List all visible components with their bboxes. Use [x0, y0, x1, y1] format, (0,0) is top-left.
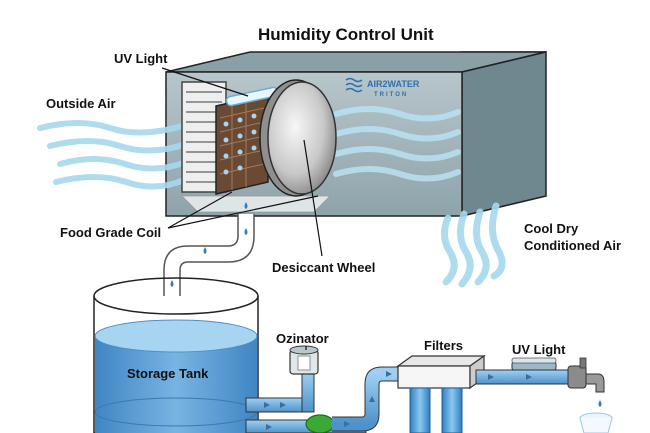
- label-food-grade-coil: Food Grade Coil: [60, 225, 161, 240]
- faucet-icon: [567, 357, 605, 407]
- diagram-title: Humidity Control Unit: [258, 25, 434, 44]
- label-filters: Filters: [424, 338, 463, 353]
- outlet-pipes: [245, 366, 400, 433]
- water-wave-icon: [345, 77, 363, 93]
- leader-food-grade-coil-2: [167, 195, 319, 229]
- leader-desiccant-wheel: [303, 139, 323, 257]
- label-uv-light-unit: UV Light: [114, 51, 168, 66]
- glass-icon: [579, 412, 613, 433]
- storage-tank: [93, 277, 259, 433]
- cool-dry-air-plume: [441, 202, 506, 288]
- drain-pipe: [163, 202, 255, 323]
- leader-lines: [161, 67, 323, 350]
- label-cool-dry: Cool Dry: [524, 221, 579, 236]
- unit-side-face: [461, 51, 547, 217]
- ozinator: [289, 345, 319, 375]
- label-outside-air: Outside Air: [46, 96, 116, 111]
- desiccant-wheel: [259, 79, 337, 197]
- filters: [396, 354, 486, 433]
- filter-cartridge-1: [409, 387, 431, 433]
- label-ozinator: Ozinator: [276, 331, 329, 346]
- leader-uv-light-top: [161, 67, 249, 97]
- label-conditioned-air: Conditioned Air: [524, 238, 621, 253]
- pump-valve: [305, 414, 335, 433]
- label-storage-tank: Storage Tank: [127, 366, 209, 381]
- brand-logo: AIR2WATER TRITON: [345, 77, 420, 98]
- brand-subname: TRITON: [374, 92, 408, 98]
- leader-food-grade-coil: [167, 191, 233, 229]
- flow-arrows: [264, 371, 532, 430]
- brand-name: AIR2WATER: [367, 79, 420, 89]
- internal-air-flow: [333, 106, 461, 182]
- label-desiccant-wheel: Desiccant Wheel: [272, 260, 375, 275]
- outside-air-flow: [37, 120, 189, 190]
- food-grade-coil: [215, 93, 269, 195]
- label-uv-light-pipe: UV Light: [512, 342, 566, 357]
- filter-cartridge-2: [441, 387, 463, 433]
- uv-light-pipe: [475, 357, 573, 385]
